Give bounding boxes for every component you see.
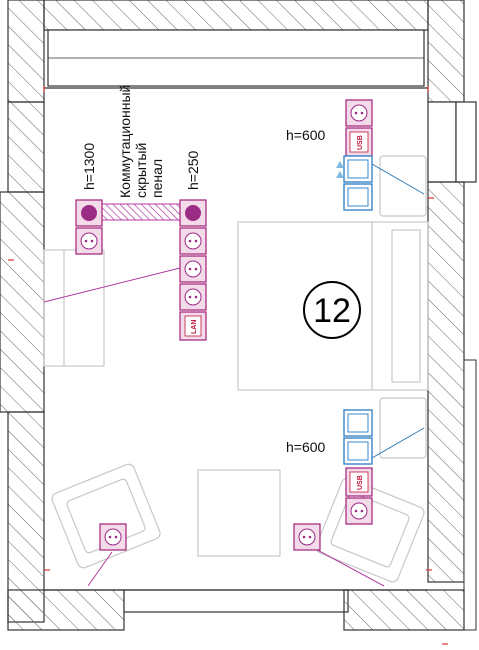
socket-icon: [298, 528, 316, 546]
coffee-table: [197, 469, 281, 557]
height-label-600-bottom: h=600: [286, 439, 326, 455]
lan-label: LAN: [191, 320, 198, 334]
height-label-1300: h=1300: [81, 143, 97, 190]
furniture: [43, 155, 429, 583]
floor-socket-left: [99, 523, 127, 551]
usb-label-top: USB: [357, 135, 364, 150]
wall-top-window-upper: [43, 0, 429, 31]
leader-top-blue: [371, 163, 425, 195]
wall-right-upper: [427, 101, 457, 183]
lan-label-bg: [184, 315, 202, 337]
socket-pin-left: [84, 239, 88, 243]
socket-icon: [184, 232, 202, 250]
wall-right-column: [455, 101, 477, 183]
socket-pin: [114, 535, 118, 539]
leader-lines: [43, 163, 425, 587]
wall-right-main: [427, 181, 465, 583]
bed: [237, 221, 429, 391]
triangle-marker-icon: [336, 161, 344, 168]
solid-socket-marker: [81, 205, 97, 221]
panel-label-line2: скрытый: [133, 143, 149, 198]
usb-label-bg: [349, 131, 369, 153]
socket-pin: [188, 267, 192, 271]
wall-bottom-left: [7, 589, 125, 631]
armchair-left: [51, 463, 161, 569]
socket-icon: [184, 288, 202, 306]
socket-icon: [350, 502, 368, 520]
wall-right-outer-strip: [463, 359, 477, 631]
socket-pin: [188, 295, 192, 299]
left-bench: [43, 249, 105, 367]
socket-pin: [354, 509, 358, 513]
leader-right-chair: [309, 545, 385, 587]
switch-key: [347, 413, 369, 433]
socket-pin: [354, 111, 358, 115]
wall-top-left: [7, 0, 45, 103]
socket-pin-right: [90, 239, 94, 243]
bed-headboard-right: [391, 229, 421, 383]
wall-top-right: [427, 0, 465, 103]
leader-left-bench: [43, 267, 181, 303]
wall-left-lower: [7, 411, 45, 623]
switch-key: [347, 441, 369, 461]
outlet-group-top-right: USB: [336, 99, 373, 211]
socket-pin: [302, 535, 306, 539]
wall-bottom-door-frame: [123, 589, 349, 613]
height-label-250: h=250: [185, 150, 201, 190]
hidden-switch-panel: [101, 203, 181, 221]
wall-left-mid: [0, 191, 45, 413]
socket-pin: [194, 239, 198, 243]
socket-icon: [104, 528, 122, 546]
wall-left-upper: [7, 101, 45, 193]
socket-pin: [308, 535, 312, 539]
wall-bottom-right: [343, 589, 465, 631]
socket-icon: [184, 260, 202, 278]
socket-pin: [194, 295, 198, 299]
height-label-600-top: h=600: [286, 127, 326, 143]
outlet-group-bottom-right: USB: [343, 409, 373, 525]
socket-pin: [188, 239, 192, 243]
armchair-right: [315, 477, 425, 583]
leader-bottom-blue: [371, 427, 425, 459]
room-number-circle: [303, 281, 361, 339]
outlet-group-h1300: [75, 199, 103, 255]
socket-pin: [108, 535, 112, 539]
socket-pin: [360, 509, 364, 513]
usb-label-bg: [349, 471, 369, 493]
leader-left-chair: [87, 551, 113, 587]
room-number: 12: [313, 292, 351, 330]
socket-icon: [350, 104, 368, 122]
panel-label-line3: пенал: [149, 159, 165, 198]
socket-pin: [194, 267, 198, 271]
nightstand-top: [379, 155, 427, 217]
switch-key: [347, 187, 369, 207]
outlet-box-top-socket: [345, 99, 373, 127]
solid-socket-marker: [185, 205, 201, 221]
nightstand-bottom: [379, 397, 427, 459]
socket-pin: [360, 111, 364, 115]
outlet-stack-h250: LAN: [179, 199, 207, 341]
socket-icon: [80, 232, 98, 250]
usb-label-bottom: USB: [357, 475, 364, 490]
triangle-marker-icon: [336, 171, 344, 178]
switch-key: [347, 159, 369, 179]
floor-socket-right: [293, 523, 321, 551]
panel-label-line1: Коммутационный: [117, 85, 133, 198]
